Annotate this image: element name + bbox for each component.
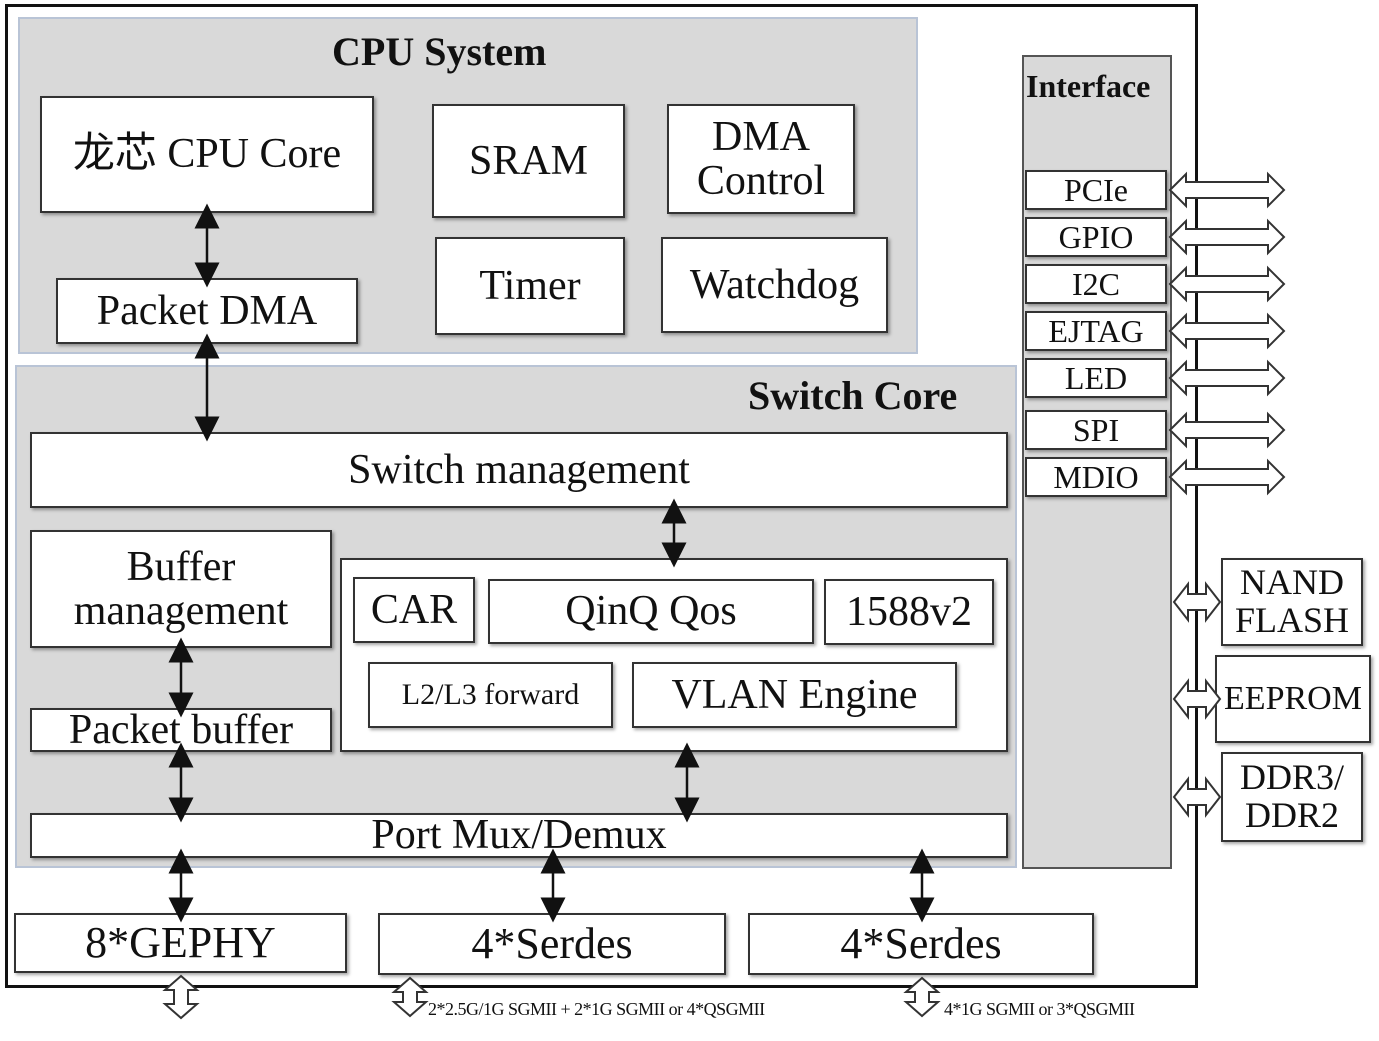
packet-dma-block: Packet DMA	[56, 278, 358, 344]
cpu-core-block: 龙芯 CPU Core	[40, 96, 374, 213]
watchdog-block: Watchdog	[661, 237, 888, 333]
switch-management-block: Switch management	[30, 432, 1008, 508]
buffer-management-line1: Buffer	[126, 543, 236, 590]
interface-led: LED	[1025, 358, 1167, 398]
nand-flash-line2: FLASH	[1234, 600, 1350, 640]
gephy-block: 8*GEPHY	[14, 913, 347, 973]
interface-ejtag: EJTAG	[1025, 311, 1167, 351]
port-mux-demux-block: Port Mux/Demux	[30, 813, 1008, 858]
interface-spi: SPI	[1025, 410, 1167, 450]
ddr-line1: DDR3/	[1239, 757, 1344, 798]
serdes-b-note: 4*1G SGMII or 3*QSGMII	[944, 999, 1135, 1019]
switch-core-title: Switch Core	[748, 373, 958, 418]
nand-flash-line1: NAND	[1240, 562, 1344, 603]
interface-title: Interface	[1026, 68, 1151, 104]
interface-gpio: GPIO	[1025, 217, 1167, 257]
buffer-management-block: Buffer management	[30, 530, 332, 648]
ddr-block: DDR3/ DDR2	[1221, 752, 1363, 842]
qinq-qos-block: QinQ Qos	[488, 579, 814, 644]
cpu-system-title: CPU System	[332, 29, 547, 74]
timer-block: Timer	[435, 237, 625, 335]
interface-i2c: I2C	[1025, 264, 1167, 304]
serdes-b-block: 4*Serdes	[748, 913, 1094, 975]
nand-flash-block: NAND FLASH	[1221, 558, 1363, 646]
dma-control-line1: DMA	[711, 113, 810, 160]
eeprom-block: EEPROM	[1215, 655, 1371, 743]
interface-pcie: PCIe	[1025, 170, 1167, 210]
car-block: CAR	[353, 577, 475, 643]
buffer-management-line2: management	[73, 588, 289, 634]
dma-control-line2: Control	[696, 158, 826, 204]
serdes-a-note: 2*2.5G/1G SGMII + 2*1G SGMII or 4*QSGMII	[428, 999, 765, 1019]
interface-mdio: MDIO	[1025, 457, 1167, 497]
sram-block: SRAM	[432, 104, 625, 218]
chip-outline	[5, 4, 1198, 988]
l2l3-forward-block: L2/L3 forward	[368, 662, 613, 728]
ptp-1588v2-block: 1588v2	[824, 579, 994, 645]
serdes-a-block: 4*Serdes	[378, 913, 726, 975]
dma-control-block: DMA Control	[667, 104, 855, 214]
vlan-engine-block: VLAN Engine	[632, 662, 957, 728]
ddr-line2: DDR2	[1244, 795, 1339, 835]
packet-buffer-block: Packet buffer	[30, 708, 332, 752]
